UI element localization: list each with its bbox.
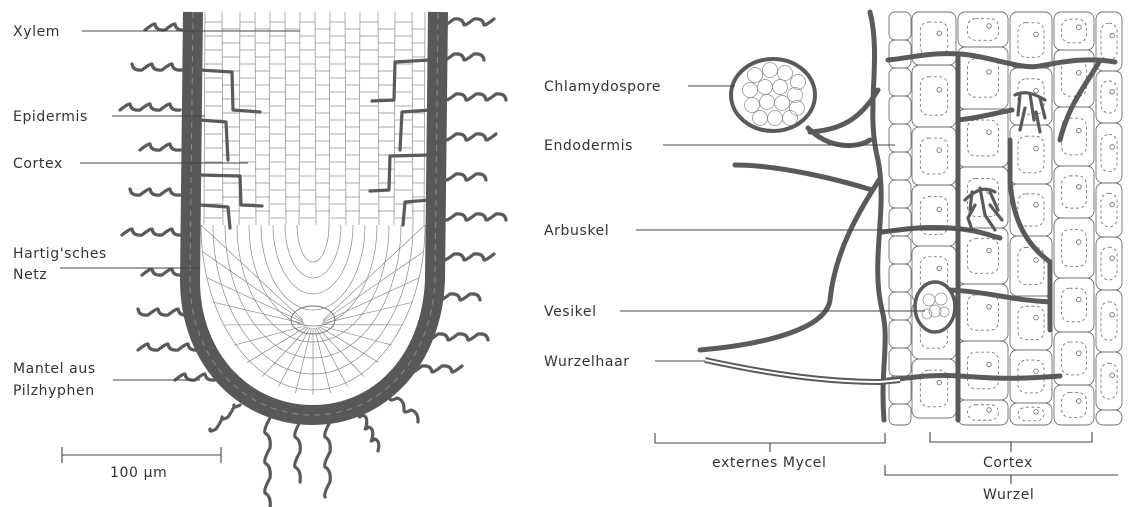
root-hair	[705, 360, 900, 382]
scale-bar: 100 μm	[62, 447, 221, 481]
label-epidermis: Epidermis	[13, 109, 88, 125]
arbuscular-mycorrhiza: Chlamydospore Endodermis Arbuskel Vesike…	[544, 12, 1122, 503]
bracket-label-cortex: Cortex	[983, 455, 1033, 471]
scale-bar-label: 100 μm	[110, 465, 167, 481]
label-wurzelhaar: Wurzelhaar	[544, 354, 630, 370]
label-arbuskel: Arbuskel	[544, 223, 609, 239]
bracket-label-wurzel: Wurzel	[983, 487, 1034, 503]
label-hartig-net-line2: Netz	[13, 267, 47, 283]
chlamydospore	[731, 59, 870, 146]
label-xylem: Xylem	[13, 24, 60, 40]
label-vesikel: Vesikel	[544, 304, 597, 320]
epidermis-cell-column	[889, 12, 911, 425]
label-chlamydospore: Chlamydospore	[544, 79, 661, 95]
label-hartig-net-line1: Hartig'sches	[13, 246, 107, 262]
vesicle	[915, 282, 955, 332]
label-cortex: Cortex	[13, 156, 63, 172]
ectomycorrhiza-root-tip: Xylem Epidermis Cortex Hartig'sches Netz…	[13, 12, 506, 507]
region-brackets: externes Mycel Cortex Wurzel	[655, 432, 1118, 503]
root-tip-cell-grid	[201, 12, 425, 395]
label-endodermis: Endodermis	[544, 138, 633, 154]
label-mantle-line1: Mantel aus	[13, 361, 96, 377]
bracket-label-external-mycel: externes Mycel	[712, 455, 826, 471]
label-mantle-line2: Pilzhyphen	[13, 383, 95, 399]
left-labels: Xylem Epidermis Cortex Hartig'sches Netz…	[13, 24, 300, 399]
